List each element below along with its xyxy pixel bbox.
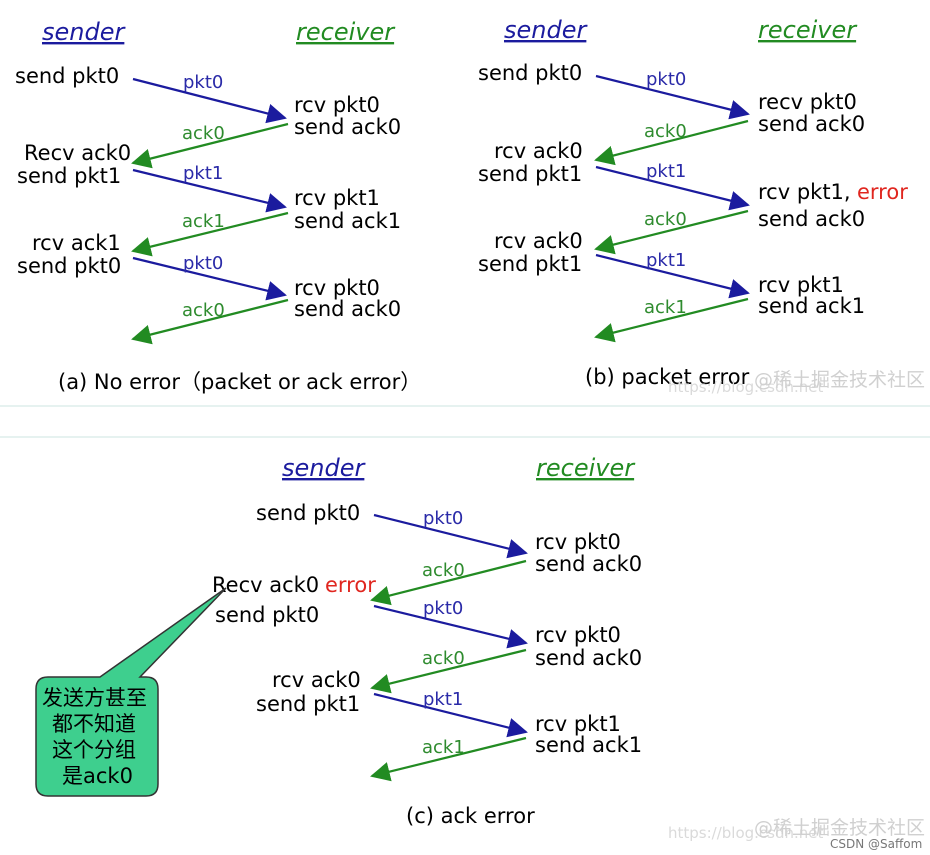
message-label: pkt0 — [423, 508, 463, 529]
ack-arrow — [370, 648, 527, 694]
message-label: pkt0 — [183, 253, 223, 274]
message-label: pkt1 — [646, 161, 686, 182]
message-label: ack0 — [644, 209, 687, 230]
panel-a-receiver-label: send ack0 — [294, 115, 401, 139]
panel-a-receiver-label: send ack1 — [294, 209, 401, 233]
data-arrow — [132, 77, 287, 124]
panel-a-receiver-header: receiver — [296, 18, 396, 46]
data-arrow — [373, 604, 528, 649]
message-label: ack0 — [422, 648, 465, 669]
panel-c-receiver-label: rcv pkt0 — [535, 530, 621, 554]
panel-c-receiver-label: send ack0 — [535, 646, 642, 670]
panel-b-receiver-header: receiver — [758, 16, 858, 44]
panel-b-error-label: error — [857, 180, 908, 204]
panel-a-receiver-label: rcv pkt0 — [294, 93, 380, 117]
message-label: pkt0 — [183, 72, 223, 93]
panel-b-receiver-label: rcv pkt1, — [758, 180, 851, 204]
panel-a-sender-label: Recv ack0 — [24, 141, 131, 165]
panel-c-sender-label: rcv ack0 — [272, 668, 361, 692]
panel-b-receiver-label: rcv pkt1 — [758, 273, 844, 297]
panel-c-caption: (c) ack error — [406, 804, 535, 828]
data-arrow — [373, 692, 528, 738]
brand-watermark: @稀土掘金技术社区 — [754, 817, 925, 839]
ack-arrow — [594, 297, 749, 343]
message-label: pkt1 — [423, 689, 463, 710]
panel-a-caption: (a) No error（packet or ack error） — [58, 370, 421, 394]
message-label: ack0 — [182, 300, 225, 321]
message-label: ack0 — [422, 560, 465, 581]
ack-arrow — [131, 298, 289, 345]
message-label: ack1 — [422, 737, 465, 758]
message-label: pkt0 — [646, 69, 686, 90]
panel-a-sender-label: send pkt0 — [15, 64, 119, 88]
data-arrow — [132, 256, 287, 301]
ack-arrow — [131, 122, 289, 169]
panel-c-sender-header: sender — [282, 454, 366, 482]
data-arrow — [595, 165, 750, 211]
panel-b-receiver-label: send ack0 — [758, 207, 865, 231]
panel-a-sender-label: rcv ack1 — [32, 231, 121, 255]
ack-arrow — [594, 209, 749, 255]
panel-c-receiver-label: send ack1 — [535, 733, 642, 757]
callout-bubble: 发送方甚至 都不知道 这个分组 是ack0 — [35, 587, 227, 797]
panel-c-receiver-label: rcv pkt0 — [535, 623, 621, 647]
message-label: pkt1 — [183, 163, 223, 184]
url-watermark: https://blog.csdn.net — [668, 378, 824, 396]
ack-arrow — [370, 736, 527, 782]
panel-b-sender-label: send pkt1 — [478, 252, 582, 276]
panel-c-sender-label: send pkt1 — [256, 692, 360, 716]
brand-watermark: @稀土掘金技术社区 — [754, 369, 925, 391]
panel-divider-bottom — [0, 436, 930, 438]
ack-arrow — [594, 119, 749, 166]
panel-b-sender-label: send pkt1 — [478, 162, 582, 186]
url-watermark: https://blog.csdn.net — [668, 824, 824, 842]
message-label: ack0 — [644, 121, 687, 142]
panel-c-receiver-label: rcv pkt1 — [535, 712, 621, 736]
panel-a-receiver-label: rcv pkt0 — [294, 276, 380, 300]
panel-c-sender-label: send pkt0 — [256, 501, 360, 525]
ack-arrow — [131, 211, 289, 257]
callout-line: 都不知道 — [52, 712, 136, 736]
panel-c-sender-label: send pkt0 — [215, 603, 319, 627]
panel-b-sender-header: sender — [504, 16, 588, 44]
panel-c-receiver-label: send ack0 — [535, 552, 642, 576]
callout-line: 发送方甚至 — [42, 686, 147, 710]
callout-shape — [35, 587, 227, 797]
panel-b-sender-label: rcv ack0 — [494, 229, 583, 253]
panel-b-receiver-label: recv pkt0 — [758, 90, 857, 114]
callout-line: 这个分组 — [52, 738, 136, 762]
panel-c-error-label: error — [325, 573, 376, 597]
data-arrow — [373, 513, 528, 559]
panel-b-sender-label: send pkt0 — [478, 61, 582, 85]
csdn-credit: CSDN @Saffom — [830, 837, 922, 851]
data-arrow — [132, 168, 287, 213]
callout-line: 是ack0 — [62, 764, 133, 788]
panel-b-caption: (b) packet error — [585, 365, 750, 389]
panel-a-sender-label: send pkt1 — [17, 164, 121, 188]
data-arrow — [595, 253, 750, 299]
panel-a-receiver-label: rcv pkt1 — [294, 186, 380, 210]
panel-a-receiver-label: send ack0 — [294, 297, 401, 321]
panel-b: sender receiver send pkt0 rcv ack0 send … — [478, 16, 908, 389]
message-label: pkt0 — [423, 598, 463, 619]
panel-b-sender-label: rcv ack0 — [494, 139, 583, 163]
panel-b-receiver-label: send ack1 — [758, 294, 865, 318]
panel-a-sender-header: sender — [42, 18, 126, 46]
panel-divider-top — [0, 405, 930, 407]
message-label: ack1 — [644, 297, 687, 318]
panel-c: sender receiver send pkt0 Recv ack0 erro… — [35, 454, 642, 828]
panel-c-receiver-header: receiver — [536, 454, 636, 482]
message-label: pkt1 — [646, 250, 686, 271]
message-label: ack0 — [182, 123, 225, 144]
panel-c-sender-label: Recv ack0 — [212, 573, 319, 597]
ack-arrow — [370, 559, 527, 606]
panel-a-sender-label: send pkt0 — [17, 254, 121, 278]
data-arrow — [595, 74, 750, 120]
message-label: ack1 — [182, 211, 225, 232]
panel-b-receiver-label: send ack0 — [758, 112, 865, 136]
panel-a: sender receiver send pkt0 Recv ack0 send… — [15, 18, 421, 394]
